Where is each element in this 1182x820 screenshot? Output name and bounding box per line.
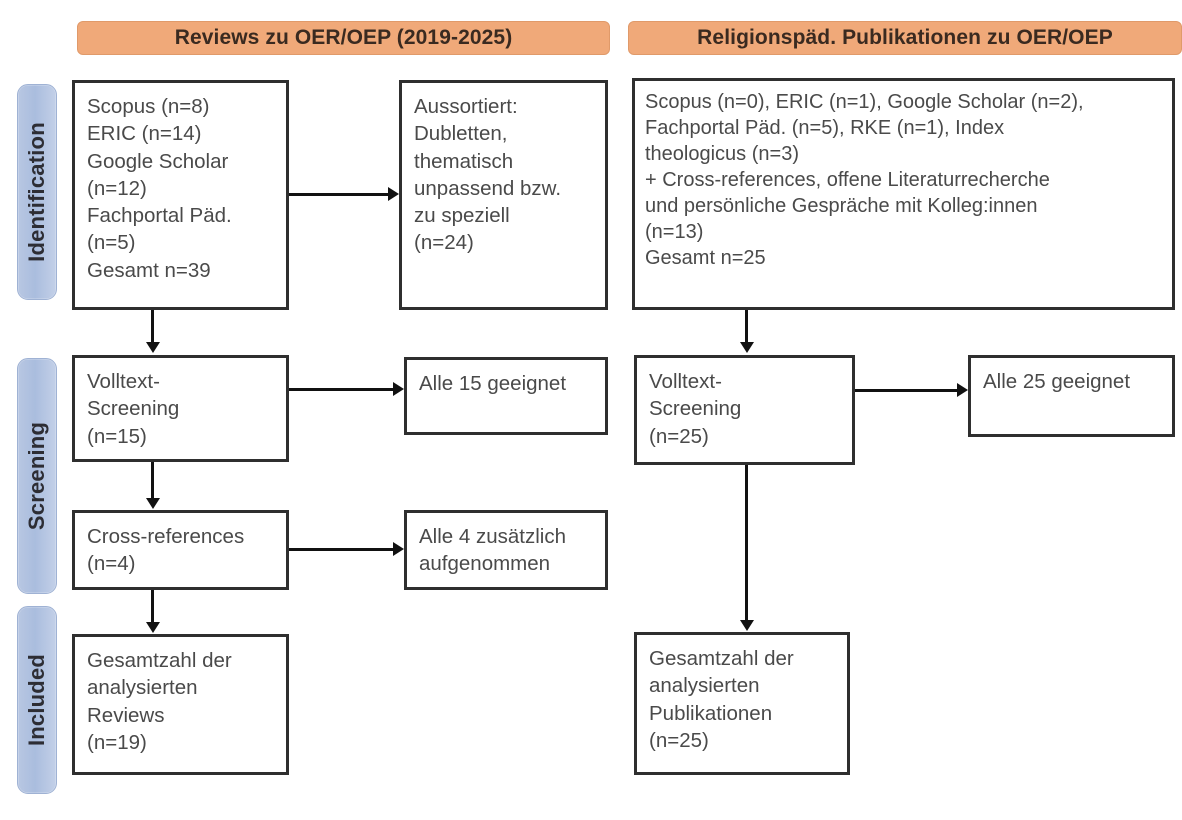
column-header-publications-label: Religionspäd. Publikationen zu OER/OEP [697, 26, 1113, 49]
stage-label-identification: Identification [24, 122, 49, 262]
box-left-cross-references-text: Cross-references (n=4) [87, 525, 245, 576]
arrowhead-left-screening-to-crossrefs [146, 498, 160, 509]
connector-left-crossrefs-to-included [151, 590, 154, 624]
arrowhead-left-sources-to-excluded [388, 187, 399, 201]
box-right-identification-sources: Scopus (n=0), ERIC (n=1), Google Scholar… [632, 78, 1175, 310]
box-left-identification-sources: Scopus (n=8) ERIC (n=14) Google Scholar … [72, 80, 289, 310]
stage-label-screening: Screening [24, 421, 49, 531]
arrowhead-right-screening-to-eligible [957, 383, 968, 397]
box-left-all-added: Alle 4 zusätzlich aufgenommen [404, 510, 608, 590]
box-left-fulltext-screening: Volltext- Screening (n=15) [72, 355, 289, 462]
box-left-all-added-text: Alle 4 zusätzlich aufgenommen [419, 525, 566, 576]
box-left-identification-sources-text: Scopus (n=8) ERIC (n=14) Google Scholar … [87, 95, 232, 282]
box-left-excluded-text: Aussortiert: Dubletten, thematisch unpas… [414, 95, 562, 255]
box-left-included-total: Gesamtzahl der analysierten Reviews (n=1… [72, 634, 289, 775]
connector-left-sources-to-screening [151, 310, 154, 344]
arrowhead-right-sources-to-screening [740, 342, 754, 353]
connector-right-screening-to-eligible [855, 389, 957, 392]
connector-left-screening-to-eligible [289, 388, 393, 391]
arrowhead-left-screening-to-eligible [393, 382, 404, 396]
box-left-excluded: Aussortiert: Dubletten, thematisch unpas… [399, 80, 608, 310]
arrowhead-right-screening-to-included [740, 620, 754, 631]
arrowhead-left-sources-to-screening [146, 342, 160, 353]
box-right-fulltext-screening: Volltext- Screening (n=25) [634, 355, 855, 465]
stage-label-included: Included [24, 653, 49, 747]
box-left-all-eligible-text: Alle 15 geeignet [419, 372, 567, 395]
arrowhead-left-crossrefs-to-included [146, 622, 160, 633]
box-left-all-eligible: Alle 15 geeignet [404, 357, 608, 435]
box-left-cross-references: Cross-references (n=4) [72, 510, 289, 590]
box-right-included-total: Gesamtzahl der analysierten Publikatione… [634, 632, 850, 775]
column-header-publications: Religionspäd. Publikationen zu OER/OEP [628, 21, 1182, 55]
connector-right-screening-to-included [745, 465, 748, 622]
box-left-fulltext-screening-text: Volltext- Screening (n=15) [87, 370, 180, 448]
arrowhead-left-crossrefs-to-added [393, 542, 404, 556]
box-left-included-total-text: Gesamtzahl der analysierten Reviews (n=1… [87, 649, 232, 754]
connector-left-crossrefs-to-added [289, 548, 393, 551]
box-right-fulltext-screening-text: Volltext- Screening (n=25) [649, 370, 742, 448]
connector-left-screening-to-crossrefs [151, 462, 154, 500]
stage-pill-screening: Screening [17, 358, 57, 594]
connector-left-sources-to-excluded [289, 193, 388, 196]
box-right-included-total-text: Gesamtzahl der analysierten Publikatione… [649, 647, 794, 752]
column-header-reviews: Reviews zu OER/OEP (2019-2025) [77, 21, 610, 55]
box-right-all-eligible-text: Alle 25 geeignet [983, 370, 1131, 393]
box-right-identification-sources-text: Scopus (n=0), ERIC (n=1), Google Scholar… [645, 91, 1084, 269]
stage-pill-included: Included [17, 606, 57, 794]
connector-right-sources-to-screening [745, 310, 748, 344]
column-header-reviews-label: Reviews zu OER/OEP (2019-2025) [174, 26, 513, 49]
stage-pill-identification: Identification [17, 84, 57, 300]
box-right-all-eligible: Alle 25 geeignet [968, 355, 1175, 437]
